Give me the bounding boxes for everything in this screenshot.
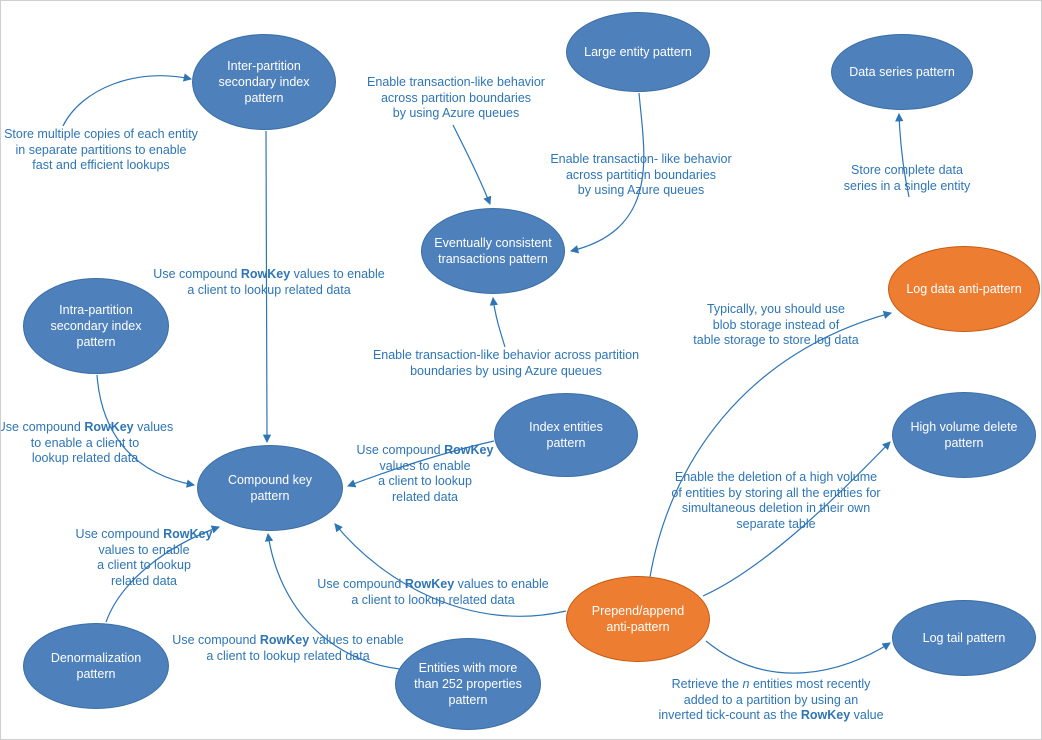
node-log-tail: Log tail pattern xyxy=(892,600,1036,676)
edge-prepend-append-to-log-data xyxy=(649,310,893,578)
node-label: Entities with more than 252 properties p… xyxy=(414,661,522,707)
edge-inter-partition-to-compound-key xyxy=(262,130,272,444)
node-label: Index entities pattern xyxy=(529,420,603,450)
edge-intra-partition-to-compound-key xyxy=(96,374,196,488)
edge-index-entities-to-compound-key xyxy=(347,440,495,488)
edge-prepend-append-to-high-volume-delete xyxy=(702,441,891,597)
node-label: Log data anti-pattern xyxy=(906,282,1022,296)
annotation-enable-transaction-bottom: Enable transaction-like behavior across … xyxy=(372,348,640,378)
node-label: Intra-partition secondary index pattern xyxy=(50,303,142,349)
edge-large-entity-to-eventually-consistent xyxy=(569,92,645,254)
edge-annotation-to-data-series xyxy=(895,112,910,198)
node-label: Log tail pattern xyxy=(922,631,1006,645)
edge-prepend-append-to-log-tail xyxy=(705,640,891,674)
node-large-entity: Large entity pattern xyxy=(566,12,710,92)
node-label: Eventually consistent transactions patte… xyxy=(434,236,552,266)
node-eventually-consistent-transactions: Eventually consistent transactions patte… xyxy=(421,208,565,294)
edge-entities-252-to-compound-key xyxy=(264,532,401,670)
node-high-volume-delete: High volume delete pattern xyxy=(892,392,1036,478)
node-data-series: Data series pattern xyxy=(831,34,973,110)
edge-annotation-to-eventually-consistent-top xyxy=(452,124,492,205)
edge-prepend-append-to-compound-key xyxy=(334,523,567,617)
node-index-entities: Index entities pattern xyxy=(494,393,638,477)
node-intra-partition-secondary-index: Intra-partition secondary index pattern xyxy=(23,278,169,374)
node-inter-partition-secondary-index: Inter-partition secondary index pattern xyxy=(192,34,336,130)
edge-denormalization-to-compound-key xyxy=(105,525,220,623)
node-label: High volume delete pattern xyxy=(910,420,1018,450)
node-prepend-append-anti-pattern: Prepend/append anti-pattern xyxy=(566,576,710,662)
node-label: Prepend/append anti-pattern xyxy=(591,604,685,634)
node-label: Inter-partition secondary index pattern xyxy=(218,59,310,105)
edge-annotation-to-eventually-consistent-bottom xyxy=(489,296,506,348)
node-entities-more-than-252-properties: Entities with more than 252 properties p… xyxy=(395,638,541,730)
edge-annotation-to-inter-partition xyxy=(62,73,193,127)
node-label: Large entity pattern xyxy=(584,45,692,59)
node-compound-key: Compound key pattern xyxy=(197,445,343,531)
node-label: Data series pattern xyxy=(849,65,955,79)
node-label: Denormalization pattern xyxy=(50,651,142,681)
node-log-data-anti-pattern: Log data anti-pattern xyxy=(888,246,1040,332)
node-label: Compound key pattern xyxy=(227,473,313,503)
node-denormalization: Denormalization pattern xyxy=(23,623,169,709)
